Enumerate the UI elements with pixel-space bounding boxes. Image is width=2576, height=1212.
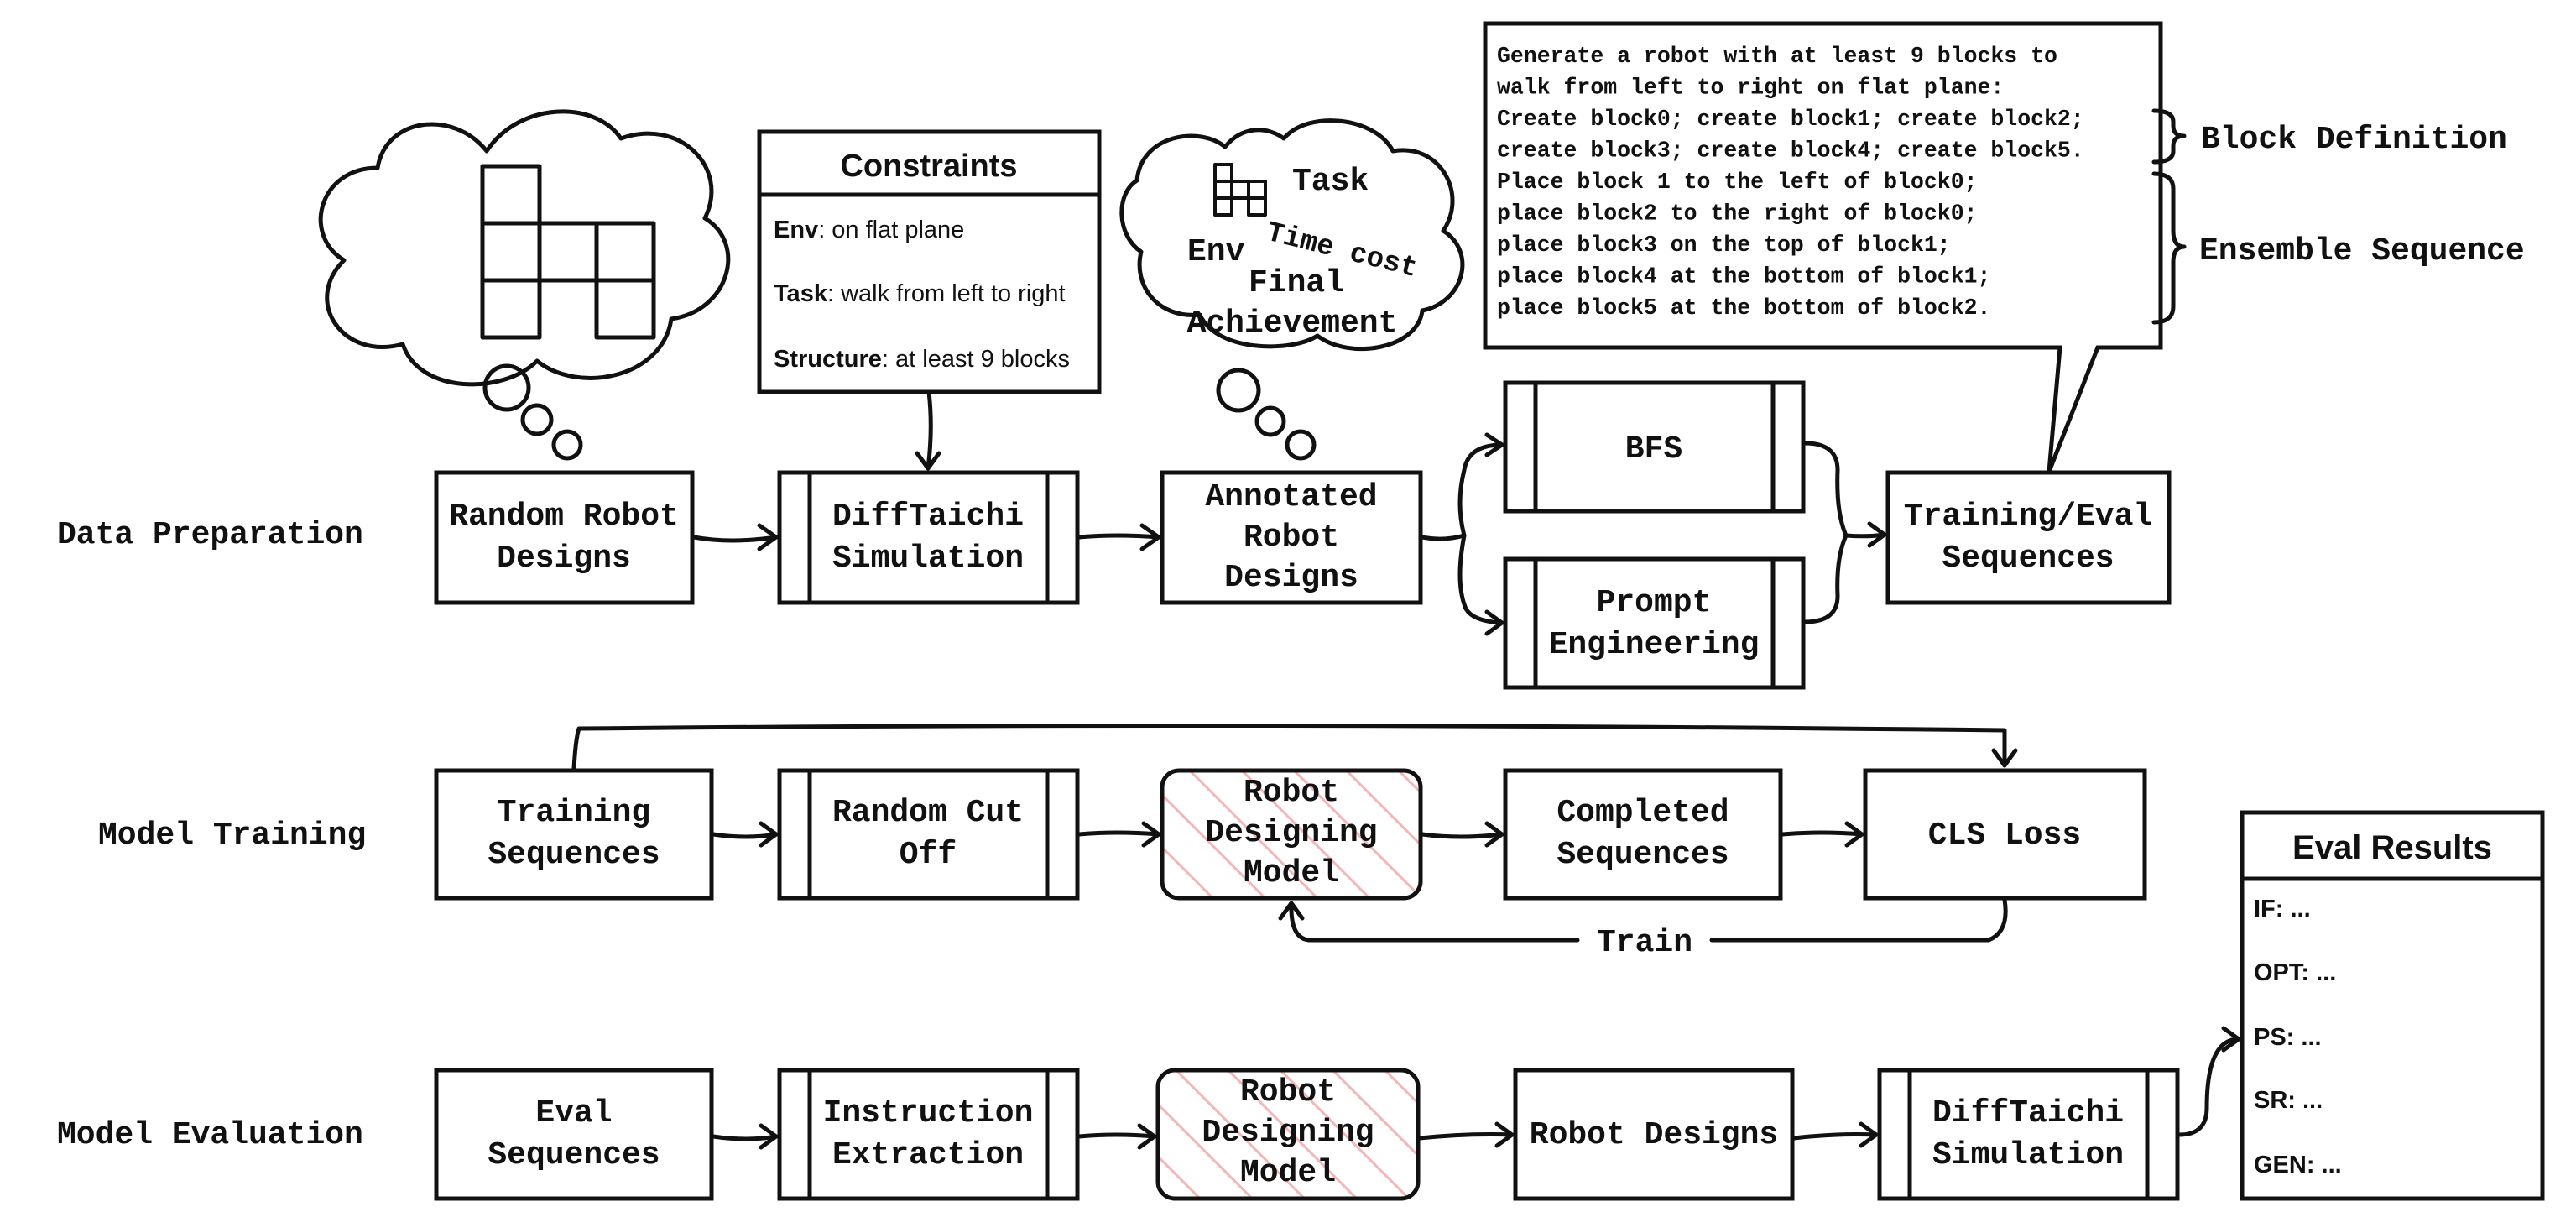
speech-line: Generate a robot with at least 9 blocks … bbox=[1497, 44, 2057, 69]
eval-results-panel: Eval Results IF: ... OPT: ... PS: ... SR… bbox=[2240, 810, 2545, 1201]
eval-seq-line-1: Eval bbox=[535, 1095, 612, 1131]
node-random-cut-off: Random Cut Off bbox=[777, 768, 1080, 901]
eval-result-gen: GEN: ... bbox=[2254, 1152, 2342, 1178]
speech-line: create block3; create block4; create blo… bbox=[1497, 138, 2084, 164]
instruction-line-1: Instruction bbox=[823, 1095, 1034, 1131]
node-difftaichi-simulation-eval: DiffTaichi Simulation bbox=[1877, 1068, 2180, 1201]
eval-result-opt: OPT: ... bbox=[2254, 959, 2336, 986]
model-eval-line-3: Model bbox=[1240, 1155, 1336, 1191]
training-seq-line-2: Sequences bbox=[488, 837, 660, 873]
annotated-line-1: Annotated bbox=[1205, 479, 1377, 515]
brace-block-definition bbox=[2151, 108, 2187, 165]
row-label-data-preparation: Data Preparation bbox=[57, 517, 363, 553]
thought-cloud-annotations: Task Time cost Env Final Achievement bbox=[1119, 118, 1465, 461]
eval-seq-line-2: Sequences bbox=[488, 1137, 660, 1173]
brace-ensemble-sequence bbox=[2151, 171, 2187, 325]
training-arrows: Train bbox=[571, 723, 2018, 961]
row-label-model-evaluation: Model Evaluation bbox=[57, 1117, 363, 1153]
train-eval-seq-line-2: Sequences bbox=[1942, 541, 2114, 577]
speech-line: place block2 to the right of block0; bbox=[1497, 201, 1978, 227]
model-train-line-3: Model bbox=[1244, 855, 1339, 891]
ensemble-sequence-label: Ensemble Sequence bbox=[2199, 233, 2525, 269]
cls-loss-label: CLS Loss bbox=[1928, 818, 2081, 854]
speech-line: Create block0; create block1; create blo… bbox=[1497, 107, 2084, 132]
constraint-structure: Structure: at least 9 blocks bbox=[774, 346, 1070, 373]
constraints-box: Constraints Env: on flat plane Task: wal… bbox=[757, 129, 1102, 394]
prompt-eng-line-2: Engineering bbox=[1549, 627, 1760, 663]
node-robot-designing-model-train: Robot Designing Model bbox=[1160, 768, 1423, 901]
model-train-line-2: Designing bbox=[1205, 815, 1377, 851]
node-bfs: BFS bbox=[1503, 380, 1806, 514]
speech-line: Place block 1 to the left of block0; bbox=[1497, 170, 1978, 195]
node-training-sequences: Training Sequences bbox=[434, 768, 714, 901]
annotated-line-2: Robot bbox=[1244, 520, 1339, 556]
difftaichi-prep-line-2: Simulation bbox=[832, 541, 1024, 577]
prompt-eng-line-1: Prompt bbox=[1597, 585, 1712, 621]
eval-result-sr: SR: ... bbox=[2254, 1087, 2323, 1114]
cloud-task-label: Task bbox=[1292, 164, 1369, 200]
eval-result-ps: PS: ... bbox=[2254, 1024, 2322, 1051]
train-loop-label: Train bbox=[1597, 925, 1692, 961]
annotated-line-3: Designs bbox=[1224, 560, 1358, 596]
row-label-model-training: Model Training bbox=[98, 818, 366, 854]
speech-lines: Generate a robot with at least 9 blocks … bbox=[1497, 44, 2084, 321]
cloud-env-label: Env bbox=[1187, 234, 1245, 270]
model-eval-line-2: Designing bbox=[1202, 1115, 1374, 1151]
cloud-final-label: Final bbox=[1249, 265, 1344, 301]
completed-seq-line-2: Sequences bbox=[1557, 837, 1729, 873]
node-eval-sequences: Eval Sequences bbox=[434, 1068, 714, 1201]
constraint-task: Task: walk from left to right bbox=[774, 280, 1066, 307]
random-robot-designs-line-2: Designs bbox=[497, 541, 631, 577]
difftaichi-prep-line-1: DiffTaichi bbox=[832, 499, 1024, 535]
thought-cloud-robot-grid bbox=[318, 109, 731, 461]
speech-line: place block3 on the top of block1; bbox=[1497, 232, 1951, 258]
node-annotated-robot-designs: Annotated Robot Designs bbox=[1160, 470, 1423, 605]
constraint-env: Env: on flat plane bbox=[774, 217, 964, 243]
node-prompt-engineering: Prompt Engineering bbox=[1503, 556, 1806, 690]
model-eval-line-1: Robot bbox=[1240, 1074, 1336, 1110]
completed-seq-line-1: Completed bbox=[1557, 795, 1729, 831]
sequence-speech-bubble: Generate a robot with at least 9 blocks … bbox=[1483, 21, 2163, 473]
random-cut-line-2: Off bbox=[900, 837, 957, 873]
constraints-title: Constraints bbox=[840, 149, 1017, 184]
speech-line: place block5 at the bottom of block2. bbox=[1497, 295, 1990, 321]
difftaichi-eval-line-2: Simulation bbox=[1932, 1137, 2124, 1173]
cloud-achievement-label: Achievement bbox=[1187, 306, 1398, 342]
mini-grid-icon bbox=[1213, 163, 1267, 217]
node-training-eval-sequences: Training/Eval Sequences bbox=[1885, 470, 2172, 605]
speech-line: place block4 at the bottom of block1; bbox=[1497, 264, 1990, 290]
robot-grid-icon bbox=[480, 164, 656, 340]
node-robot-designs: Robot Designs bbox=[1513, 1068, 1795, 1201]
training-seq-line-1: Training bbox=[498, 795, 650, 831]
random-cut-line-1: Random Cut bbox=[832, 795, 1024, 831]
difftaichi-eval-line-1: DiffTaichi bbox=[1932, 1095, 2124, 1131]
prep-arrows bbox=[691, 389, 1887, 636]
node-robot-designing-model-eval: Robot Designing Model bbox=[1155, 1068, 1421, 1201]
block-definition-label: Block Definition bbox=[2201, 122, 2507, 158]
instruction-line-2: Extraction bbox=[832, 1137, 1024, 1173]
speech-line: walk from left to right on flat plane: bbox=[1497, 76, 2004, 101]
node-completed-sequences: Completed Sequences bbox=[1503, 768, 1783, 901]
node-random-robot-designs: Random Robot Designs bbox=[434, 470, 695, 605]
node-cls-loss: CLS Loss bbox=[1863, 768, 2147, 901]
bfs-label: BFS bbox=[1625, 431, 1682, 468]
evaluation-arrows bbox=[711, 1026, 2241, 1150]
model-train-line-1: Robot bbox=[1244, 775, 1339, 811]
train-eval-seq-line-1: Training/Eval bbox=[1904, 499, 2152, 535]
eval-results-title: Eval Results bbox=[2292, 829, 2492, 866]
eval-result-if: IF: ... bbox=[2254, 896, 2311, 922]
node-instruction-extraction: Instruction Extraction bbox=[777, 1068, 1080, 1201]
robot-designs-label: Robot Designs bbox=[1530, 1117, 1778, 1153]
node-difftaichi-simulation-prep: DiffTaichi Simulation bbox=[777, 470, 1080, 605]
random-robot-designs-line-1: Random Robot bbox=[449, 499, 679, 535]
